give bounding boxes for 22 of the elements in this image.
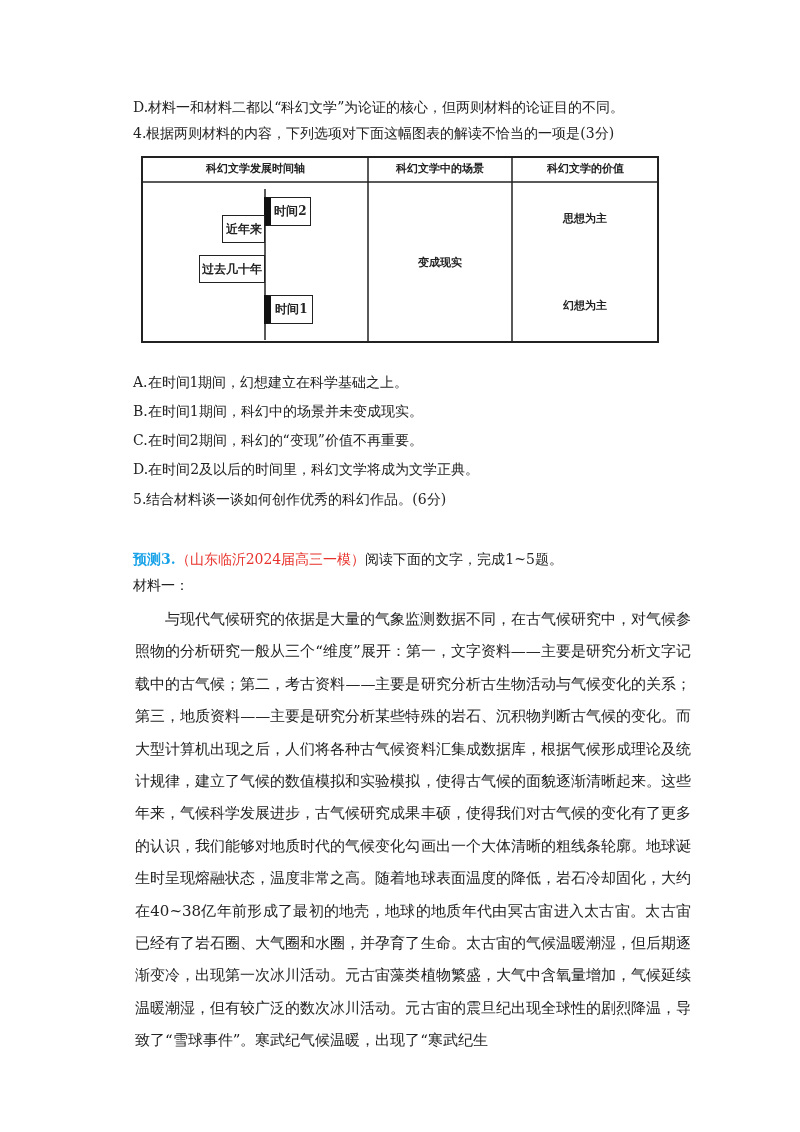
timeline-box: 过去几十年 <box>199 255 265 283</box>
timeline-box: 时间1 <box>264 295 313 324</box>
source-note: （山东临沂2024届高三一模） <box>175 551 366 567</box>
answer-option: A.在时间1期间，幻想建立在科学基础之上。 <box>133 373 409 391</box>
column-header: 科幻文学中的场景 <box>395 161 485 177</box>
question-text: 4.根据两则材料的内容，下列选项对下面这幅图表的解读不恰当的一项是(3分) <box>133 124 615 142</box>
body-paragraph: 与现代气候研究的依据是大量的气象监测数据不同，在古气候研究中，对气候参照物的分析研究一般从三个“维度”展开：第一，文字资料——主要是研究分析文字记载中的古气候；第二，考古资料——主要是研究分析古生物活动与气候变化的关系；第三，地质资料——主要是研究分析某些特殊的岩石、沉积物判断古气候的变化。而大型计算机出现之后，人们将各种古气候资料汇集成数据库，根据气候形成理论及统计规律，建立了气候的数值模拟和实验模拟，使得古气候的面貌逐渐清晰起来。这些年来，气候科学发展进步，古气候研究成果丰硕，使得我们对古气候的变化有了更多的认识，我们能够对地质时代的气候变化勾画出一个大体清晰的粗线条轮廓。地球诞生时呈现熔融状态，温度非常之高。随着地球表面温度的降低，岩石冷却固化，大约在40~38亿年前形成了最初的地壳，地球的地质年代由冥古宙进入太古宙。太古宙已经有了岩石圈、大气圈和水圈，并孕育了生命。太古宙的气候温暖潮湿，但后期逐渐变冷，出现第一次冰川活动。元古宙藻类植物繁盛，大气中含氧量增加，气候延续温暖潮湿，但有较广泛的数次冰川活动。元古宙的震旦纪出现全球性的剧烈降温，导致了“雪球事件”。寒武纪气候温暖，出现了“寒武纪生 <box>135 609 691 1052</box>
table-cell-text: 幻想为主 <box>562 298 608 313</box>
timeline-box: 近年来 <box>222 215 265 243</box>
instruction-text: 阅读下面的文字，完成1~5题。 <box>365 551 563 567</box>
answer-option: D.在时间2及以后的时间里，科幻文学将成为文学正典。 <box>133 460 480 478</box>
table-cell-text: 思想为主 <box>561 211 608 226</box>
timeline-box: 时间2 <box>264 197 311 226</box>
question-text: 5.结合材料谈一谈如何创作优秀的科幻作品。(6分) <box>133 490 447 508</box>
answer-option: B.在时间1期间，科幻中的场景并未变成现实。 <box>133 402 423 420</box>
section-heading: 材料一： <box>133 576 189 594</box>
answer-option: D.材料一和材料二都以“科幻文学”为论证的核心，但两则材料的论证目的不同。 <box>133 98 625 116</box>
table-cell-text: 变成现实 <box>417 255 463 270</box>
column-header: 科幻文学发展时间轴 <box>204 161 306 177</box>
question-number: 预测3. <box>133 551 176 567</box>
column-header: 科幻文学的价值 <box>545 161 625 177</box>
answer-option: C.在时间2期间，科幻的“变现”价值不再重要。 <box>133 431 423 449</box>
